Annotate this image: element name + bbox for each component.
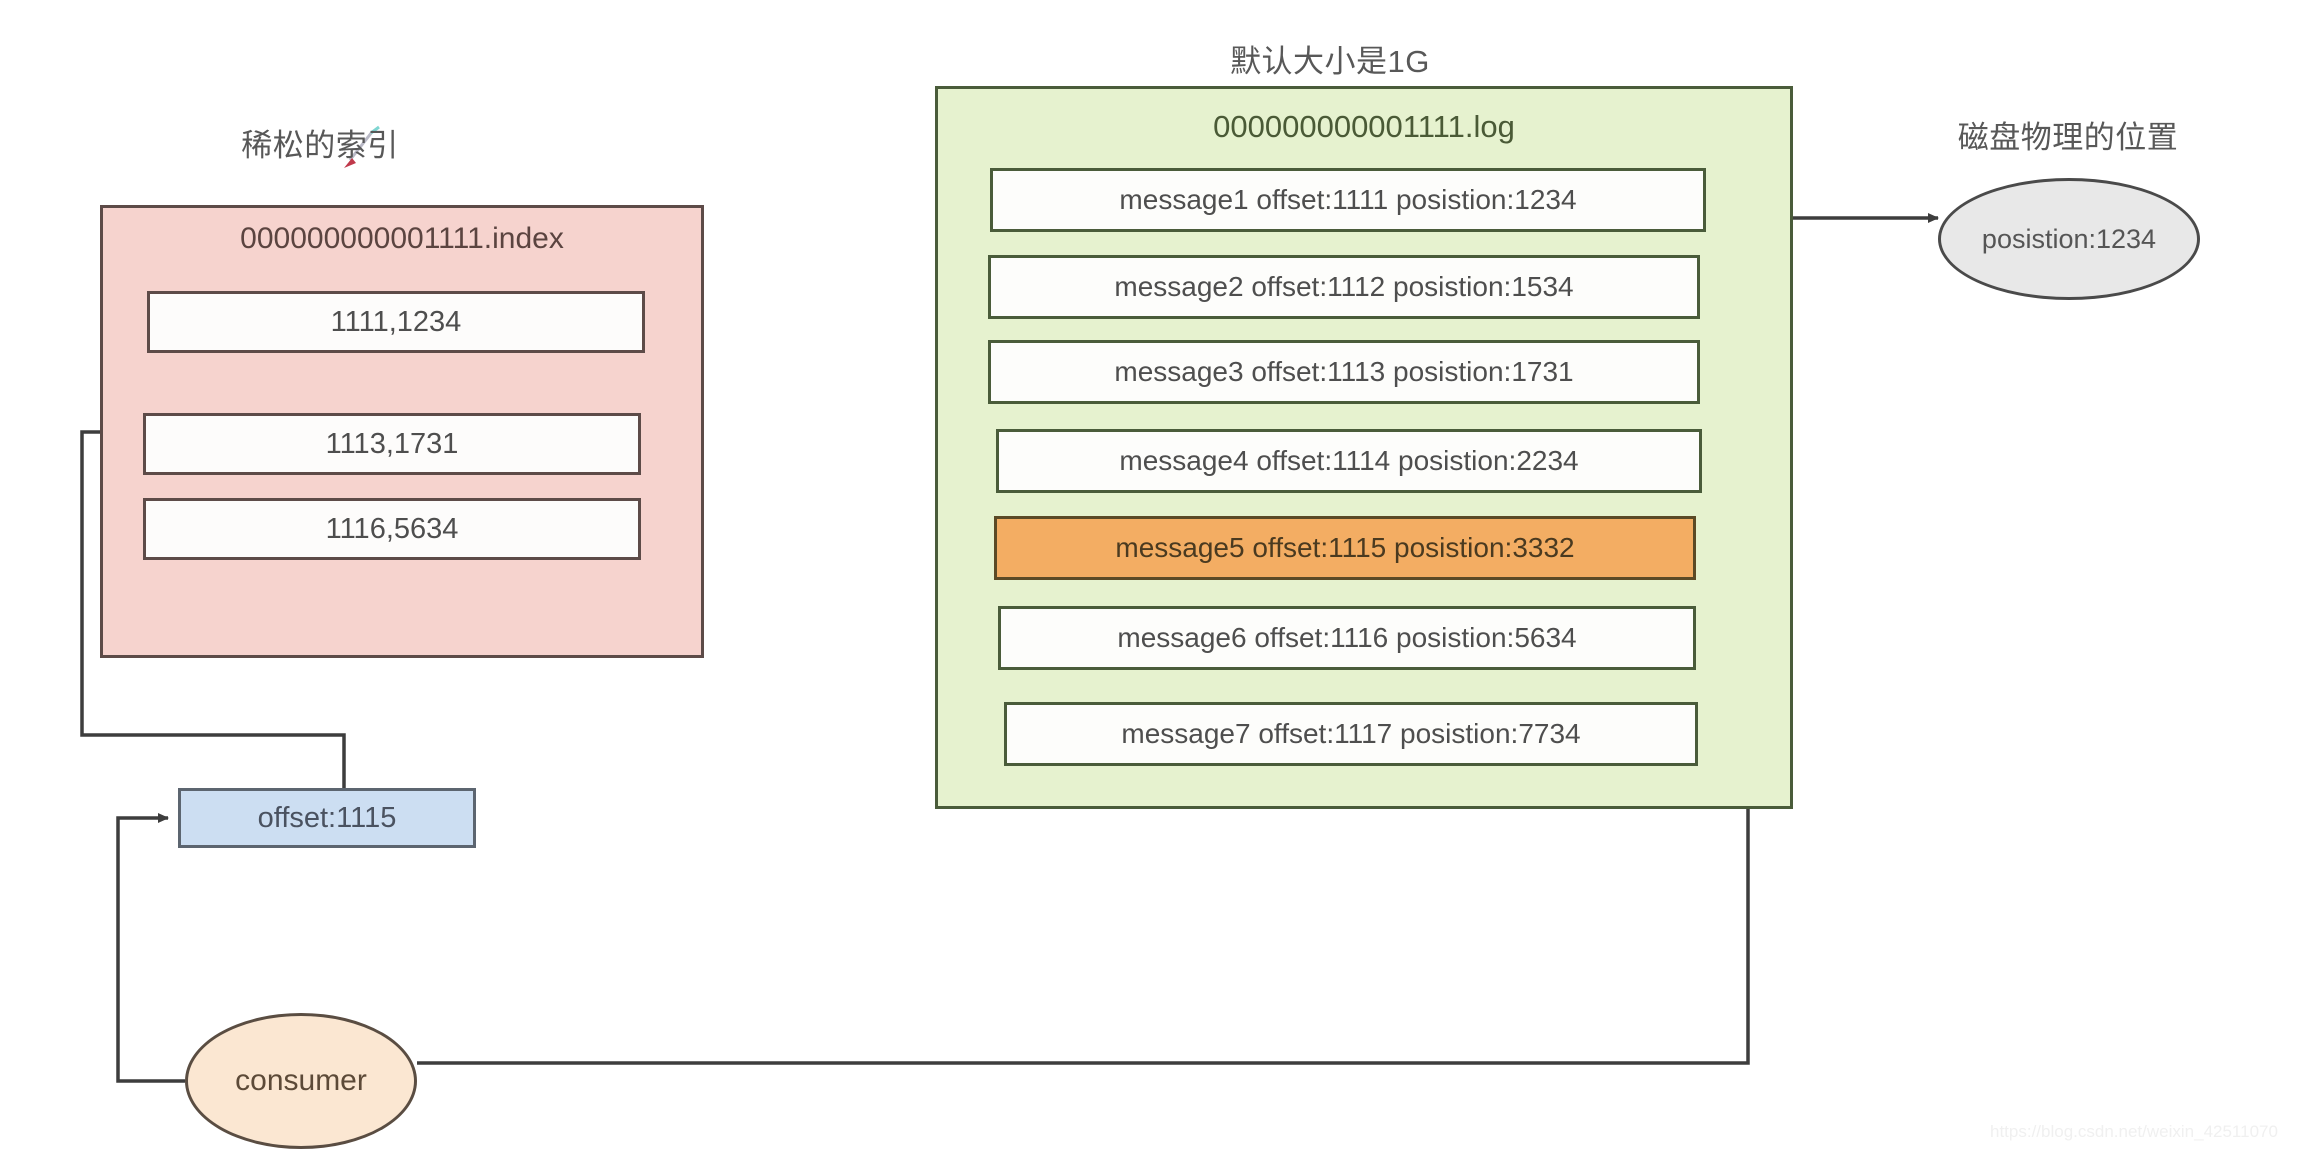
log-message-row[interactable]: message7 offset:1117 posistion:7734 — [1004, 702, 1698, 766]
watermark-text: https://blog.csdn.net/weixin_42511070 — [1990, 1122, 2278, 1141]
log-message-row-highlighted[interactable]: message5 offset:1115 posistion:3332 — [994, 516, 1696, 580]
caption-default-size: 默认大小是1G — [1230, 44, 1430, 79]
log-file-title: 000000000001111.log — [1213, 109, 1515, 144]
log-message-row[interactable]: message4 offset:1114 posistion:2234 — [996, 429, 1702, 493]
consumer-node[interactable]: consumer — [185, 1013, 417, 1149]
wire-consumer-to-offset — [116, 813, 185, 1083]
caption-disk-physical-location: 磁盘物理的位置 — [1957, 120, 2179, 155]
disk-position-node[interactable]: posistion:1234 — [1938, 178, 2200, 300]
index-file-title: 000000000001111.index — [240, 222, 564, 255]
index-file-panel[interactable]: 000000000001111.index 1111,1234 1113,173… — [100, 205, 704, 658]
index-entry-row[interactable]: 1116,5634 — [143, 498, 641, 560]
log-message-row[interactable]: message2 offset:1112 posistion:1534 — [988, 255, 1700, 319]
index-entry-row[interactable]: 1111,1234 — [147, 291, 645, 353]
index-entry-row[interactable]: 1113,1731 — [143, 413, 641, 475]
log-message-row[interactable]: message1 offset:1111 posistion:1234 — [990, 168, 1706, 232]
log-message-row[interactable]: message3 offset:1113 posistion:1731 — [988, 340, 1700, 404]
log-file-panel[interactable]: 000000000001111.log message1 offset:1111… — [935, 86, 1793, 809]
consumer-offset-box[interactable]: offset:1115 — [178, 788, 476, 848]
caption-sparse-index: 稀松的索引 — [241, 128, 399, 163]
log-message-row[interactable]: message6 offset:1116 posistion:5634 — [998, 606, 1696, 670]
